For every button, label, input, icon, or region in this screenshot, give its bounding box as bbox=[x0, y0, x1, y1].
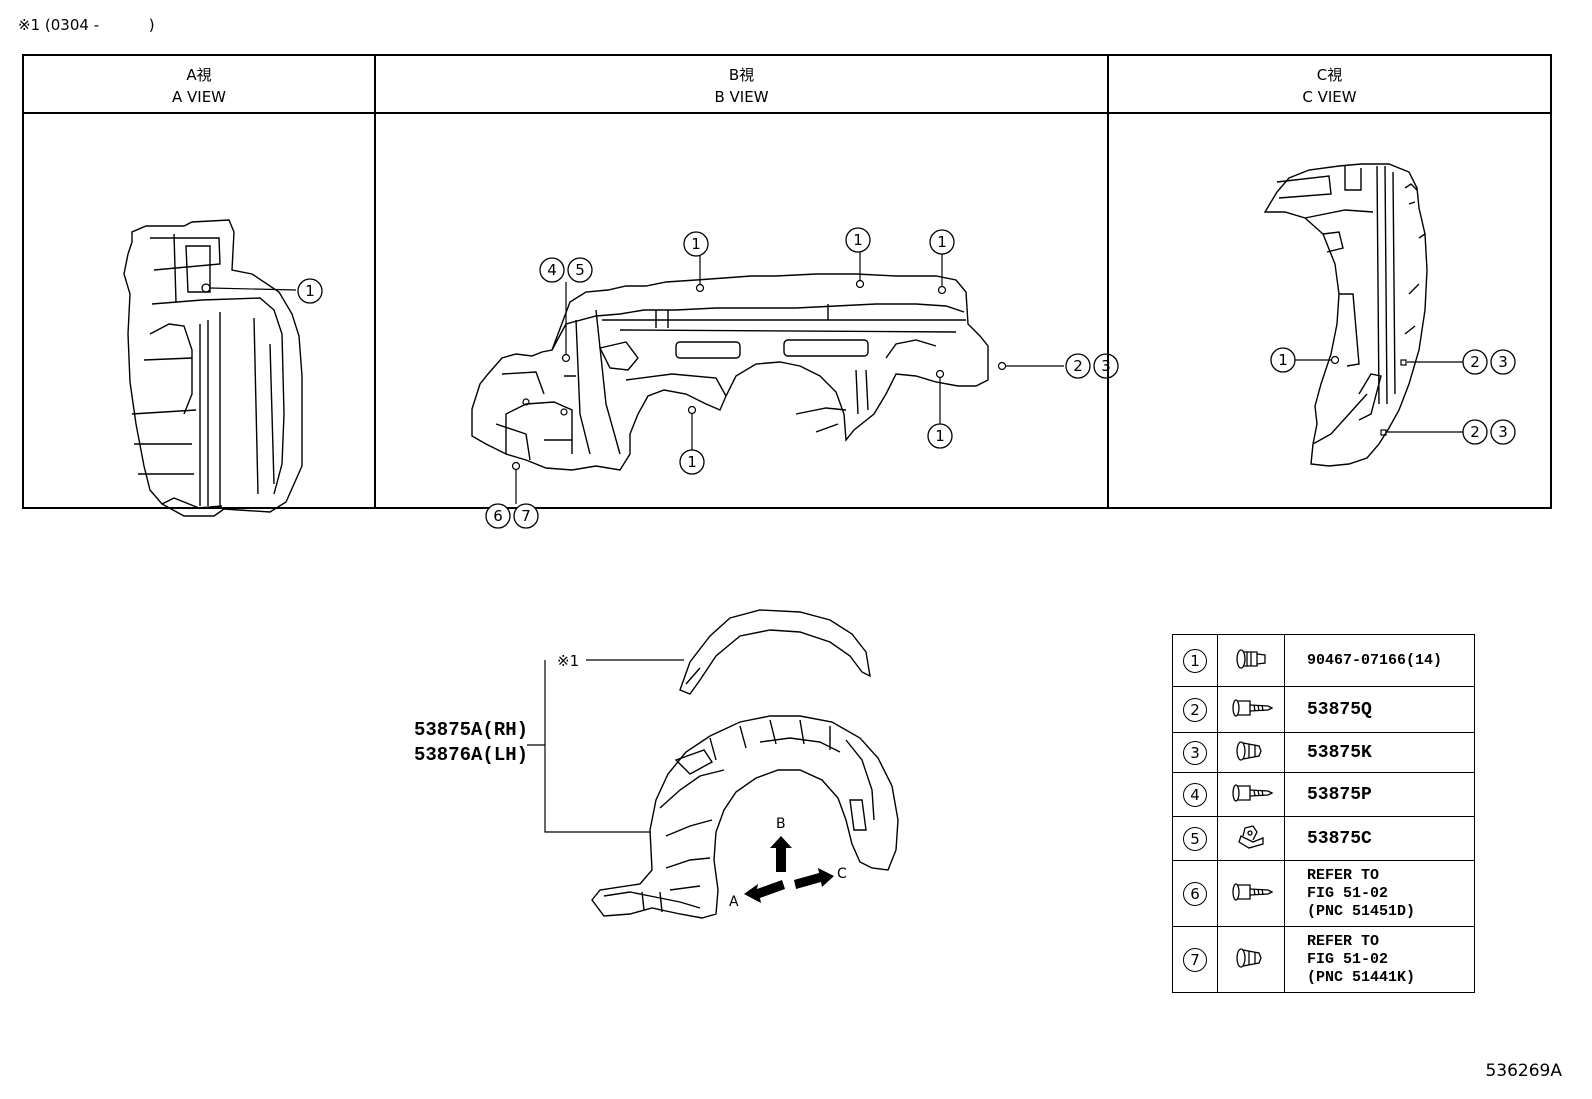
legend-num: 6 bbox=[1183, 881, 1207, 906]
view-arrows bbox=[744, 836, 834, 903]
grommet-icon bbox=[1236, 740, 1262, 761]
views-panel: A視 A VIEW 1 bbox=[22, 54, 1552, 529]
legend-text: (PNC 51451D) bbox=[1307, 902, 1416, 920]
c-callout-1: 1 bbox=[1278, 351, 1288, 369]
b-callout-1e: 1 bbox=[935, 427, 945, 445]
a-view-panel: A視 A VIEW 1 bbox=[24, 56, 374, 517]
c-callout-2a: 2 bbox=[1470, 353, 1480, 371]
arrow-c-label: C bbox=[837, 866, 847, 882]
legend-num: 4 bbox=[1183, 782, 1207, 807]
legend-text: 90467-07166(14) bbox=[1307, 652, 1443, 669]
b-callout-1a: 1 bbox=[691, 235, 701, 253]
b-callout-2: 2 bbox=[1073, 357, 1083, 375]
applicability-note: ※1 (0304 - ) bbox=[18, 16, 155, 34]
b-callout-1b: 1 bbox=[853, 231, 863, 249]
b-callout-4: 4 bbox=[547, 261, 557, 279]
a-view-jp: A視 bbox=[186, 66, 212, 84]
main-note-mark: ※1 bbox=[557, 652, 579, 670]
legend-row: 2 53875Q bbox=[1172, 686, 1475, 733]
c-view-en: C VIEW bbox=[1302, 88, 1357, 106]
b-view-header: B視 B VIEW bbox=[376, 56, 1107, 114]
note-mark: ※1 bbox=[18, 16, 41, 34]
screw-grommet-icon bbox=[1232, 783, 1274, 802]
b-callout-3: 3 bbox=[1101, 357, 1111, 375]
c-callout-3b: 3 bbox=[1498, 423, 1508, 441]
legend-row: 3 53875K bbox=[1172, 732, 1475, 773]
note-range-end: ) bbox=[148, 16, 155, 34]
grommet-icon bbox=[1236, 947, 1262, 968]
legend-text: 53875K bbox=[1307, 742, 1372, 763]
legend-text: FIG 51-02 bbox=[1307, 884, 1389, 902]
part-number-labels: 53875A(RH) 53876A(LH) bbox=[414, 718, 528, 768]
clip-nut-icon bbox=[1238, 824, 1264, 849]
c-view-panel: C視 C VIEW bbox=[1107, 56, 1550, 507]
part-number-rh: 53875A(RH) bbox=[414, 719, 529, 741]
b-view-en: B VIEW bbox=[714, 88, 769, 106]
legend-num: 2 bbox=[1183, 697, 1207, 722]
diagram-code: 536269A bbox=[1485, 1061, 1562, 1081]
legend-text: 53875Q bbox=[1307, 699, 1372, 720]
arrow-a-icon bbox=[744, 880, 785, 903]
b-callout-1c: 1 bbox=[937, 233, 947, 251]
legend-num: 1 bbox=[1183, 648, 1207, 673]
a-callout-1 bbox=[297, 278, 323, 304]
legend-text: REFER TO bbox=[1307, 932, 1380, 950]
b-callout-1d: 1 bbox=[687, 453, 697, 471]
c-callout-3a: 3 bbox=[1498, 353, 1508, 371]
c-callout-2b: 2 bbox=[1470, 423, 1480, 441]
c-view-header: C視 C VIEW bbox=[1109, 56, 1550, 114]
c-view-drawing: 1 2 3 2 3 bbox=[1263, 163, 1516, 467]
arrow-b-label: B bbox=[776, 816, 786, 832]
b-callout-5: 5 bbox=[575, 261, 585, 279]
note-range: (0304 - bbox=[44, 16, 100, 34]
legend-row: 4 53875P bbox=[1172, 772, 1475, 817]
legend-num: 5 bbox=[1183, 826, 1207, 851]
legend-num: 7 bbox=[1183, 947, 1207, 972]
legend-num: 3 bbox=[1183, 740, 1207, 765]
legend-text: 53875P bbox=[1307, 784, 1372, 805]
screw-grommet-icon bbox=[1232, 698, 1274, 717]
b-view-panel: B視 B VIEW bbox=[374, 56, 1119, 529]
b-callout-7: 7 bbox=[521, 507, 531, 525]
upper-shield bbox=[679, 609, 871, 695]
legend-row: 1 90467-07166(14) bbox=[1172, 634, 1475, 687]
arrow-c-icon bbox=[794, 868, 834, 889]
arrow-b-icon bbox=[770, 836, 792, 872]
a-view-drawing: 1 bbox=[123, 219, 323, 517]
fender-liner bbox=[591, 715, 899, 919]
b-callout-6: 6 bbox=[493, 507, 503, 525]
a-view-header: A視 A VIEW bbox=[24, 56, 374, 114]
a-callout-1-label: 1 bbox=[305, 282, 315, 300]
legend-row: 6 REFER TO FIG 51-02 (PNC 51451D) bbox=[1172, 860, 1475, 927]
a-view-en: A VIEW bbox=[171, 88, 227, 106]
fastener-legend: 1 90467-07166(14) 2 53875Q 3 53875K 4 53… bbox=[1172, 634, 1475, 993]
legend-row: 5 53875C bbox=[1172, 816, 1475, 861]
arrow-a-label: A bbox=[729, 894, 739, 910]
legend-text: FIG 51-02 bbox=[1307, 950, 1389, 968]
b-view-jp: B視 bbox=[728, 66, 755, 84]
legend-row: 7 REFER TO FIG 51-02 (PNC 51441K) bbox=[1172, 926, 1475, 993]
push-clip-icon bbox=[1236, 648, 1266, 669]
legend-text: REFER TO bbox=[1307, 866, 1380, 884]
legend-text: (PNC 51441K) bbox=[1307, 968, 1416, 986]
b-view-drawing: 1 1 1 1 1 4 5 2 3 6 7 bbox=[471, 227, 1119, 529]
part-number-lh: 53876A(LH) bbox=[414, 744, 529, 766]
legend-text: 53875C bbox=[1307, 828, 1372, 849]
screw-grommet-icon bbox=[1232, 882, 1274, 901]
c-view-jp: C視 bbox=[1316, 66, 1343, 84]
